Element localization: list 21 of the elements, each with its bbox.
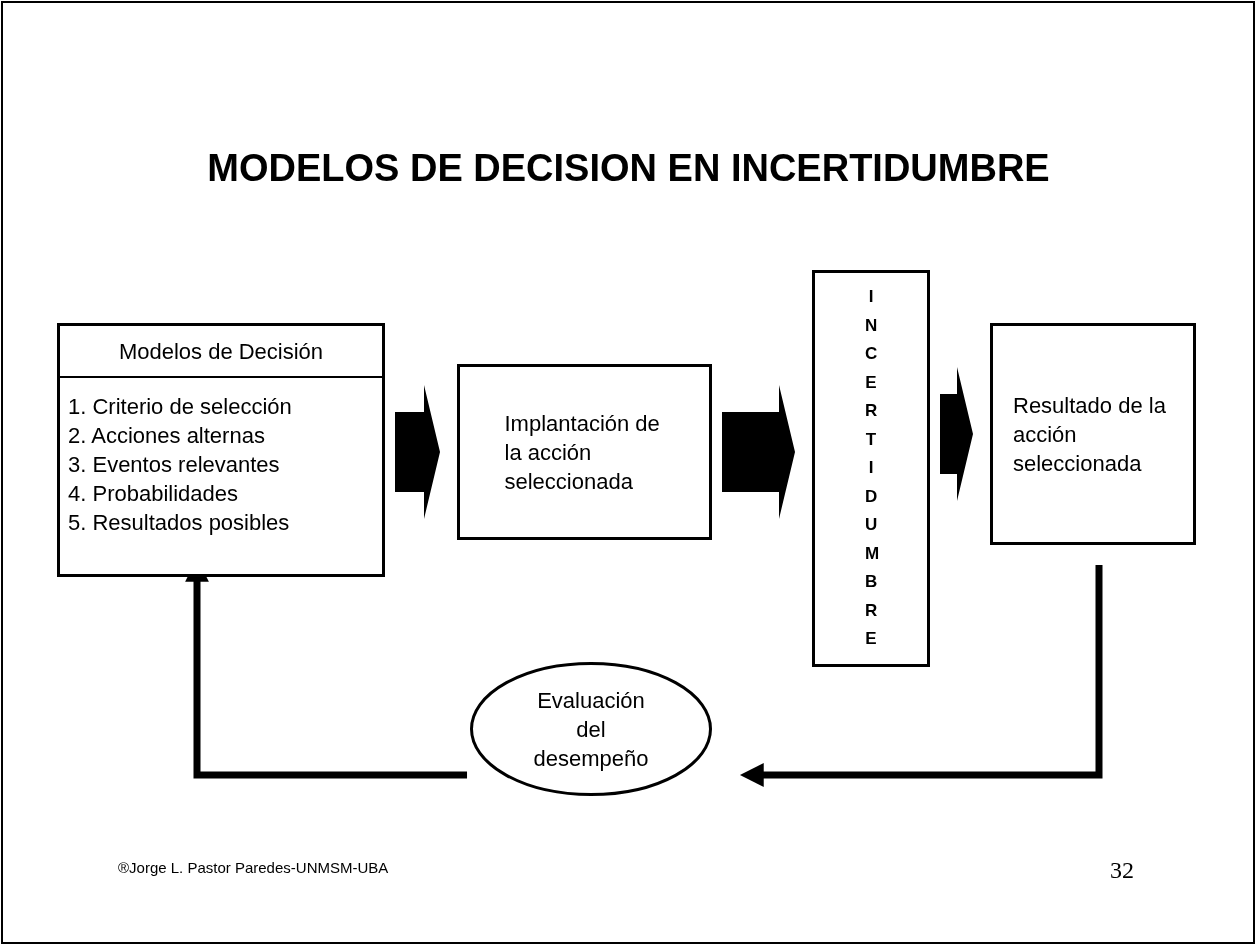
title: MODELOS DE DECISION EN INCERTIDUMBRE [206, 146, 1051, 191]
vertical-text: INCERTIDUMBRE [865, 286, 877, 651]
list-item: 5. Resultados posibles [68, 509, 291, 537]
ellipse-node [470, 662, 712, 796]
list-item: 2. Acciones alternas [68, 422, 266, 450]
page-number: 32 [1110, 856, 1134, 885]
footer-credit: ®Jorge L. Pastor Paredes-UNMSM-UBA [118, 858, 389, 878]
list-item: 1. Criterio de selección [68, 393, 293, 421]
node-text: Evaluación del desempeño [532, 686, 650, 773]
list-item: 4. Probabilidades [68, 480, 239, 508]
node-text: Resultado de la acción seleccionada [1013, 391, 1167, 478]
vertical-box [812, 270, 930, 667]
block-arrow [395, 385, 440, 519]
block-arrow [940, 367, 973, 501]
block-arrow [722, 385, 795, 519]
node-text: Implantación de la acción seleccionada [504, 409, 661, 496]
box-heading: Modelos de Decisión [118, 337, 324, 366]
process-box [457, 364, 712, 540]
list-item: 3. Eventos relevantes [68, 451, 281, 479]
process-box [990, 323, 1196, 545]
model-box [57, 323, 385, 577]
